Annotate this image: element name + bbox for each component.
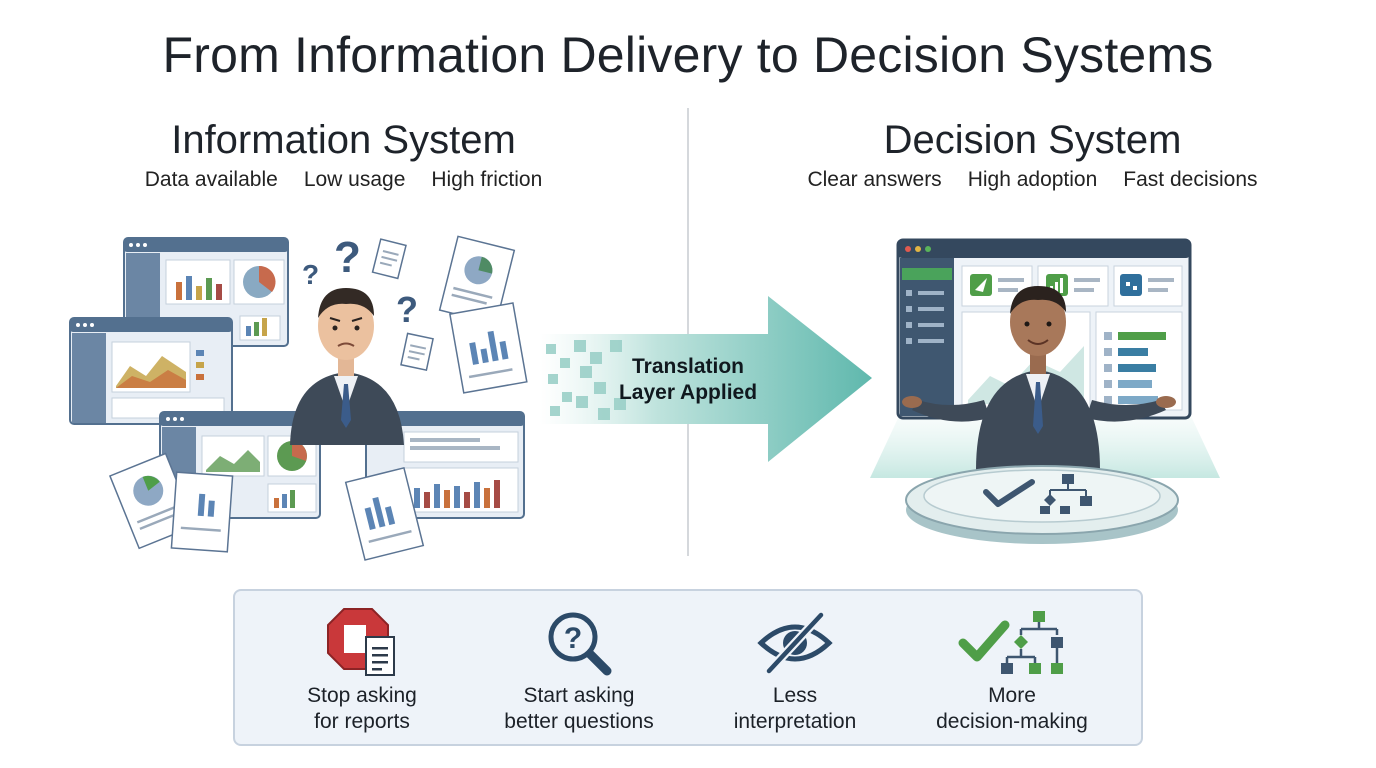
magnifier-question-icon: ? [548,612,612,676]
confused-person [290,288,404,445]
arrow-label: Translation Layer Applied [604,354,772,406]
subtitle-high-friction: High friction [431,168,543,191]
confident-person [902,286,1176,470]
center-divider [687,108,689,556]
benefit-less-interpretation: Less interpretation [685,591,905,748]
scattered-documents [108,235,528,561]
benefit-better-questions: ? Start asking better questions [469,591,689,748]
decision-platform [905,465,1179,544]
dashboard-window-2 [69,317,233,425]
svg-text:?: ? [564,622,582,655]
translation-arrow [540,296,872,462]
benefits-panel: Stop asking for reports ? Start asking b… [233,589,1143,746]
arrow-label-line2: Layer Applied [618,381,758,404]
information-system-subtitles: Data available Low usage High friction [0,168,687,192]
information-system-heading: Information System [171,118,516,162]
decision-system-subtitles: Clear answers High adoption Fast decisio… [689,168,1376,192]
svg-text:?: ? [334,233,361,282]
decision-system-heading: Decision System [883,118,1182,162]
stop-sign-document-icon [327,608,395,676]
check-flowchart-icon [958,611,1063,674]
benefit-label: Less interpretation [733,684,857,733]
benefit-more-decisions: More decision-making [902,591,1122,748]
subtitle-clear-answers: Clear answers [807,168,942,191]
benefit-label: Start asking better questions [504,684,654,733]
svg-text:?: ? [396,289,418,330]
arrow-label-line1: Translation [631,355,745,378]
subtitle-high-adoption: High adoption [967,168,1098,191]
subtitle-low-usage: Low usage [303,168,406,191]
subtitle-data-available: Data available [144,168,278,191]
question-marks: ? ? ? [302,233,418,330]
benefit-label: Stop asking for reports [307,684,417,733]
benefit-label: More decision-making [936,684,1088,733]
subtitle-fast-decisions: Fast decisions [1123,168,1258,191]
svg-text:?: ? [302,259,319,290]
page-title: From Information Delivery to Decision Sy… [162,27,1214,83]
eye-slash-icon [757,611,833,675]
benefit-stop-asking: Stop asking for reports [252,591,472,748]
